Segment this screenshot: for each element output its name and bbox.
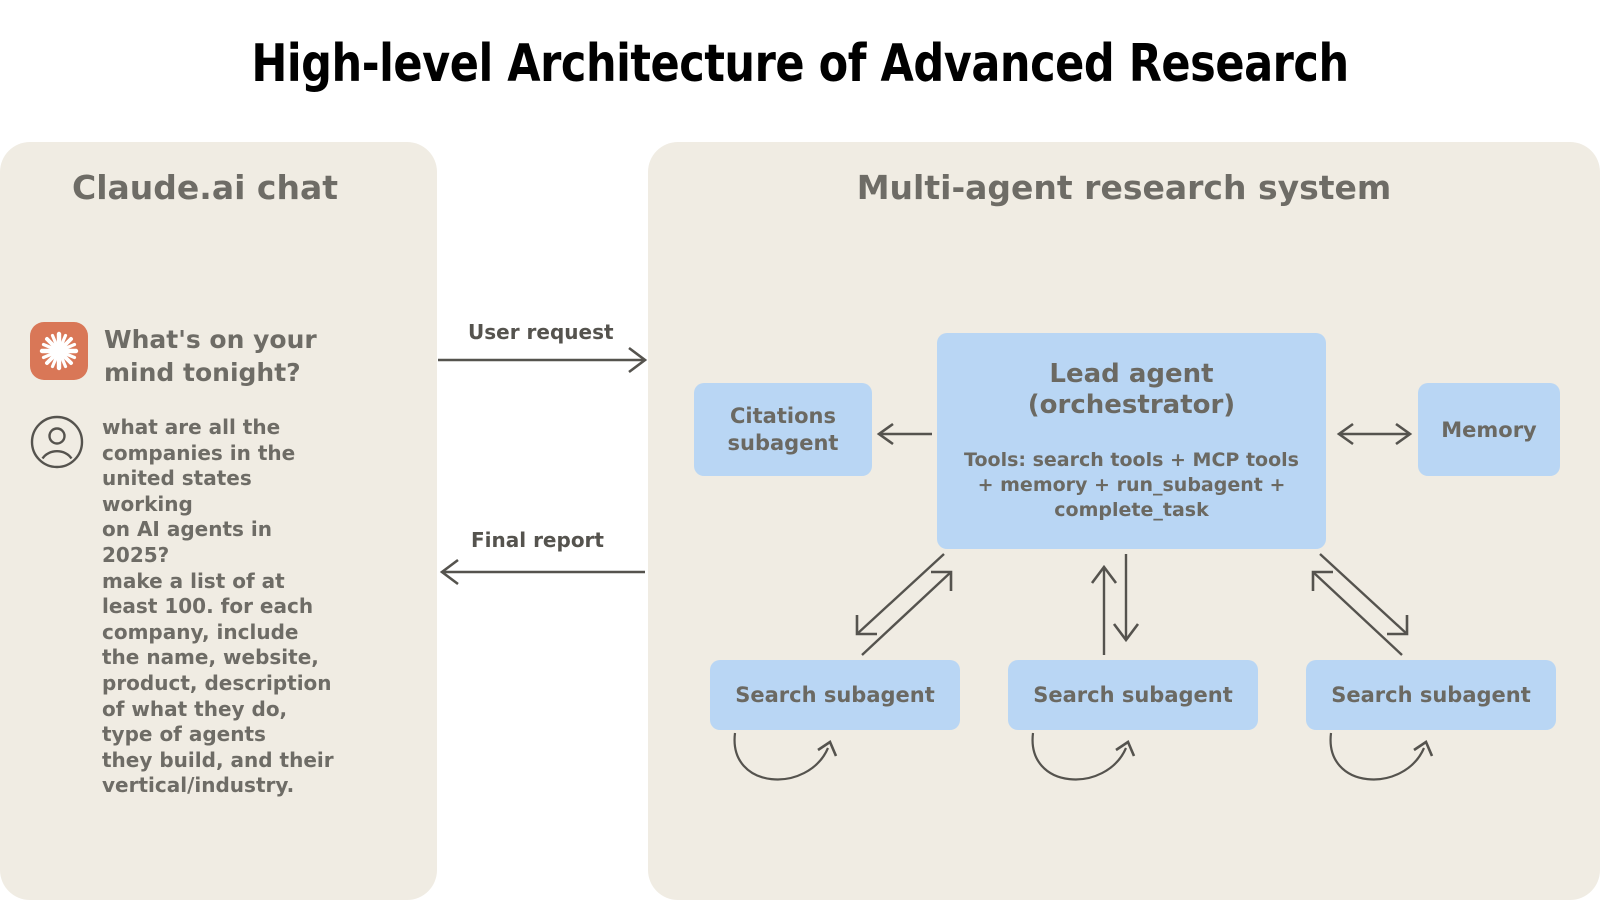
node-lead-agent[interactable]: Lead agent (orchestrator) Tools: search … <box>937 333 1326 549</box>
user-message-row: what are all the companies in the united… <box>30 415 342 799</box>
claude-chat-panel-heading: Claude.ai chat <box>72 168 338 207</box>
node-search-subagent-2[interactable]: Search subagent <box>1008 660 1258 730</box>
node-citations-subagent[interactable]: Citations subagent <box>694 383 872 476</box>
page-title: High-level Architecture of Advanced Rese… <box>251 34 1349 94</box>
user-avatar-icon <box>30 415 84 469</box>
assistant-greeting-text: What's on your mind tonight? <box>104 325 317 387</box>
node-search-subagent-3[interactable]: Search subagent <box>1306 660 1556 730</box>
user-message-text: what are all the companies in the united… <box>102 415 334 798</box>
node-memory[interactable]: Memory <box>1418 383 1560 476</box>
claude-chat-panel <box>0 142 437 900</box>
edge-label-final-report: Final report <box>471 528 604 552</box>
multi-agent-system-panel-heading: Multi-agent research system <box>856 168 1392 207</box>
edge-user-request <box>438 346 648 374</box>
node-lead-agent-title: Lead agent (orchestrator) <box>1027 358 1236 421</box>
claude-burst-icon <box>30 322 88 380</box>
node-search-subagent-1[interactable]: Search subagent <box>710 660 960 730</box>
edge-final-report <box>439 558 645 586</box>
node-lead-agent-tools: Tools: search tools + MCP tools + memory… <box>964 449 1299 522</box>
edge-label-user-request: User request <box>468 320 614 344</box>
assistant-message-row: What's on your mind tonight? <box>30 322 354 389</box>
